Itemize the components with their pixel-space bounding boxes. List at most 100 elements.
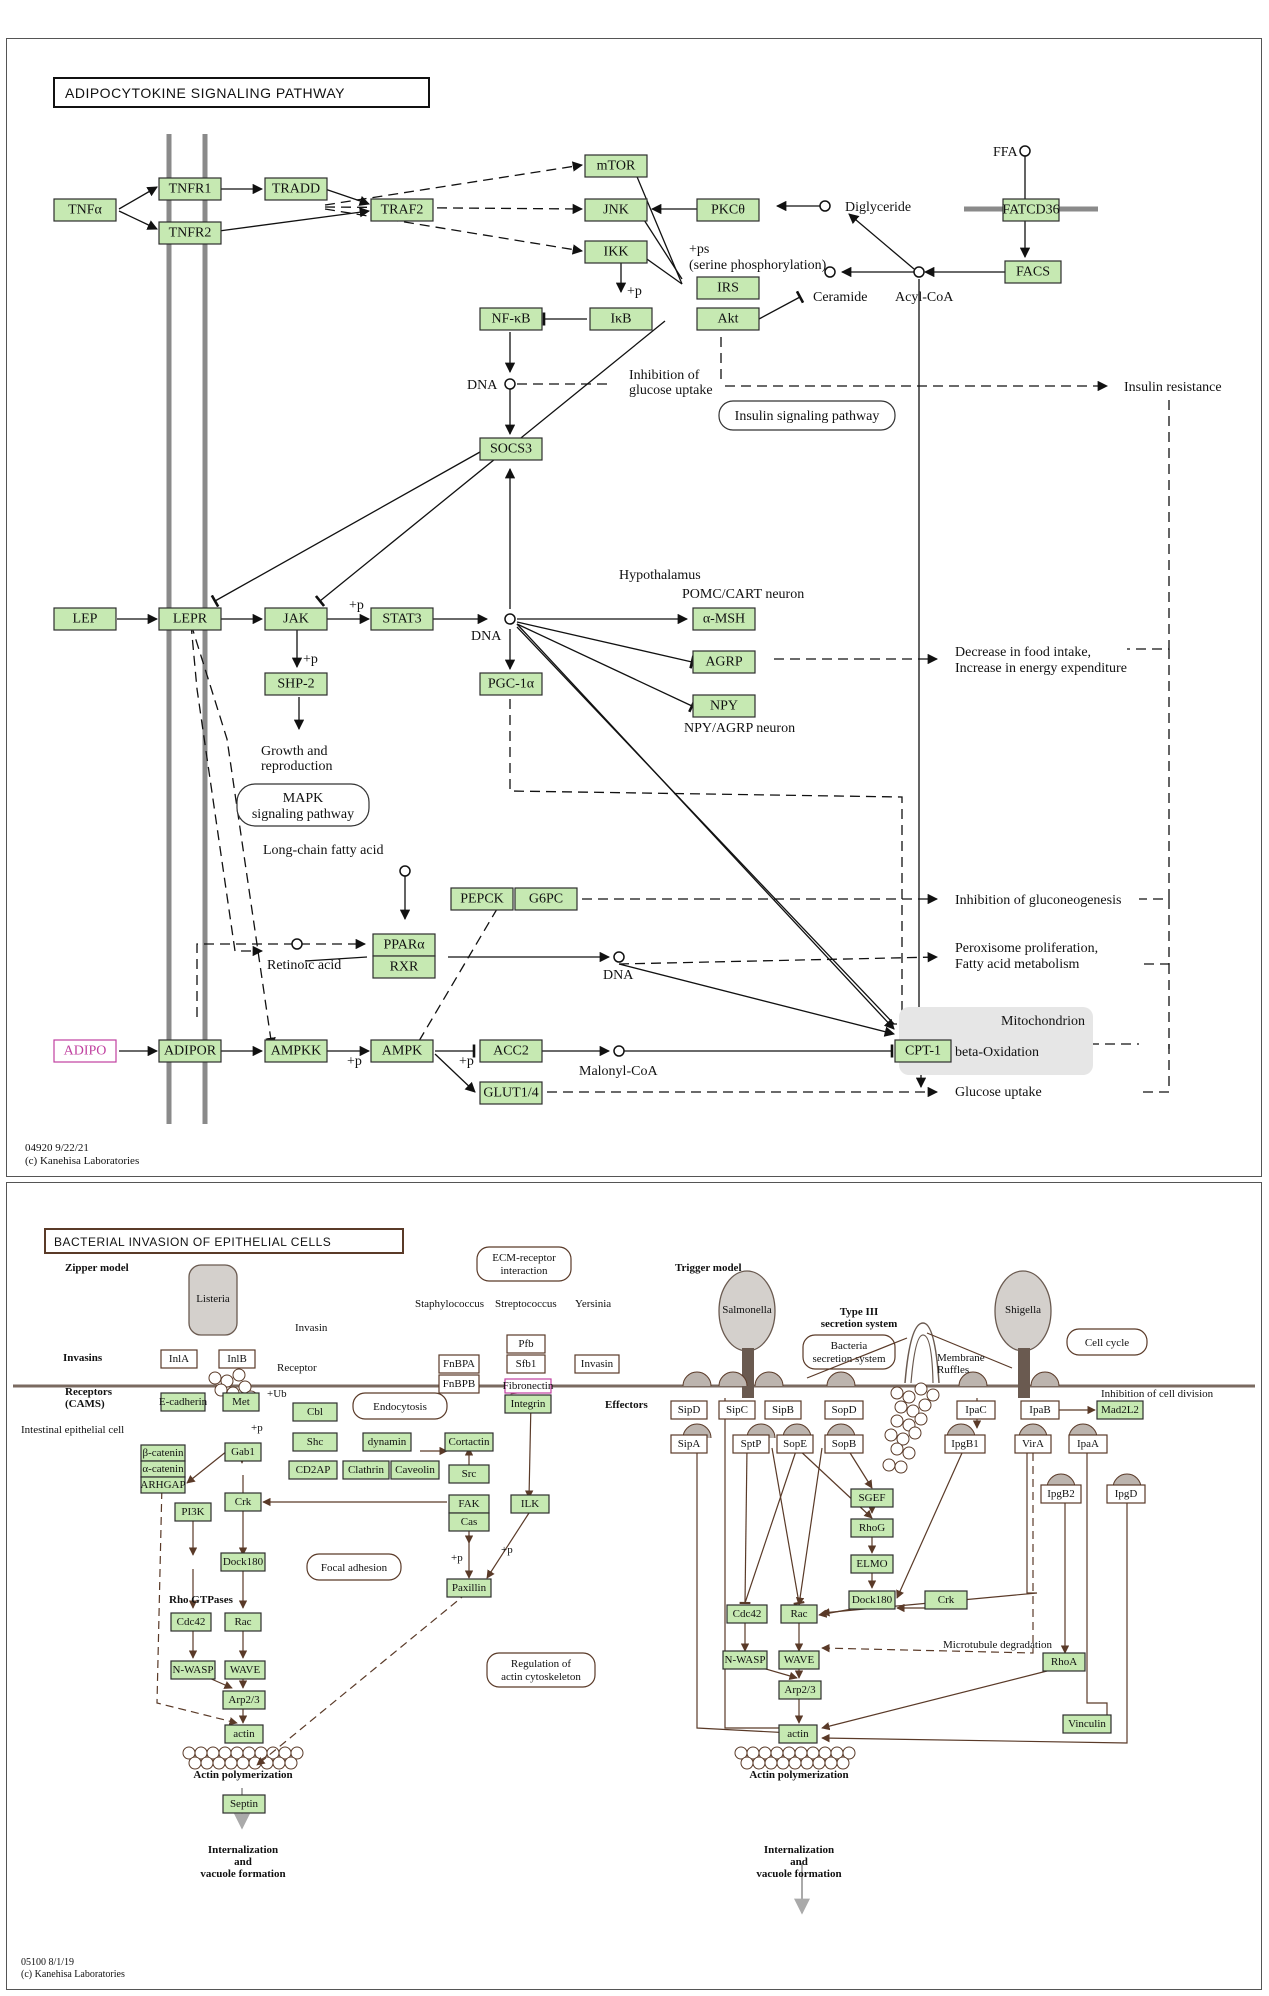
gene-dynamin[interactable]: dynamin [362, 1432, 412, 1452]
gene-rac-r[interactable]: Rac [780, 1604, 818, 1624]
gene-lepr[interactable]: LEPR [158, 607, 222, 631]
gene-mad2l2[interactable]: Mad2L2 [1096, 1400, 1144, 1420]
protein-sope[interactable]: SopE [776, 1434, 814, 1454]
gene-ilk[interactable]: ILK [510, 1494, 550, 1514]
protein-ipgb2[interactable]: IpgB2 [1040, 1484, 1082, 1504]
gene-amsh[interactable]: α-MSH [692, 607, 756, 631]
gene-pgc1a[interactable]: PGC-1α [479, 672, 543, 696]
gene-bcat[interactable]: β-catenin [140, 1444, 186, 1462]
gene-wave[interactable]: WAVE [224, 1660, 266, 1680]
gene-fibronectin[interactable]: Fibronectin [503, 1378, 554, 1394]
gene-adipor[interactable]: ADIPOR [158, 1039, 222, 1063]
protein-sipd[interactable]: SipD [670, 1400, 708, 1420]
gene-cd2ap[interactable]: CD2AP [288, 1460, 338, 1480]
protein-ipab[interactable]: IpaB [1020, 1400, 1060, 1420]
protein-sfb1[interactable]: Sfb1 [506, 1354, 546, 1374]
ecm-link[interactable]: ECM-receptor interaction [476, 1246, 572, 1282]
gene-pi3k[interactable]: PI3K [174, 1502, 212, 1522]
protein-ipac[interactable]: IpaC [956, 1400, 996, 1420]
gene-met[interactable]: Met [222, 1392, 260, 1412]
gene-ikb[interactable]: IκB [589, 307, 653, 331]
gene-ikk[interactable]: IKK [584, 240, 648, 264]
gene-acc2[interactable]: ACC2 [479, 1039, 543, 1063]
gene-pepck[interactable]: PEPCK [450, 887, 514, 911]
gene-nfkb[interactable]: NF-κB [479, 307, 543, 331]
gene-sgef[interactable]: SGEF [850, 1488, 894, 1508]
gene-tnfr2[interactable]: TNFR2 [158, 221, 222, 245]
gene-agrp[interactable]: AGRP [692, 650, 756, 674]
gene-acat[interactable]: α-catenin [140, 1460, 186, 1478]
gene-arhgap[interactable]: ARHGAP [140, 1476, 186, 1494]
gene-fatcd36[interactable]: FATCD36 [1002, 198, 1060, 222]
gene-lep[interactable]: LEP [53, 607, 117, 631]
gene-cas[interactable]: Cas [448, 1512, 490, 1532]
gene-cortactin[interactable]: Cortactin [444, 1432, 494, 1452]
mapk-signaling-link[interactable] [236, 783, 370, 827]
gene-ecad[interactable]: E-cadherin [159, 1392, 208, 1412]
protein-sipa[interactable]: SipA [670, 1434, 708, 1454]
gene-src[interactable]: Src [448, 1464, 490, 1484]
gene-crk-r[interactable]: Crk [924, 1590, 968, 1610]
gene-rac[interactable]: Rac [224, 1612, 262, 1632]
gene-vinculin[interactable]: Vinculin [1062, 1714, 1112, 1734]
protein-sopd[interactable]: SopD [824, 1400, 864, 1420]
gene-cpt1[interactable]: CPT-1 [894, 1039, 952, 1063]
gene-nwasp-r[interactable]: N-WASP [722, 1650, 768, 1670]
gene-traf2[interactable]: TRAF2 [370, 198, 434, 222]
gene-integrin[interactable]: Integrin [504, 1394, 552, 1414]
gene-cdc42[interactable]: Cdc42 [170, 1612, 212, 1632]
protein-sopb[interactable]: SopB [824, 1434, 864, 1454]
gene-dock180-r[interactable]: Dock180 [848, 1590, 896, 1610]
protein-sipb[interactable]: SipB [764, 1400, 802, 1420]
protein-sipc[interactable]: SipC [718, 1400, 756, 1420]
protein-fnbpb[interactable]: FnBPB [438, 1374, 480, 1394]
protein-vira[interactable]: VirA [1014, 1434, 1052, 1454]
protein-invasin[interactable]: Invasin [574, 1354, 620, 1374]
focal-adhesion-link[interactable]: Focal adhesion [306, 1553, 402, 1581]
cell-cycle-link[interactable]: Cell cycle [1066, 1328, 1148, 1356]
gene-jnk[interactable]: JNK [584, 198, 648, 222]
gene-mtor[interactable]: mTOR [584, 154, 648, 178]
gene-clathrin[interactable]: Clathrin [342, 1460, 390, 1480]
gene-jak[interactable]: JAK [264, 607, 328, 631]
gene-tnfr1[interactable]: TNFR1 [158, 177, 222, 201]
gene-npy[interactable]: NPY [692, 694, 756, 718]
gene-g6pc[interactable]: G6PC [514, 887, 578, 911]
gene-shp2[interactable]: SHP-2 [264, 672, 328, 696]
gene-ampk[interactable]: AMPK [370, 1039, 434, 1063]
gene-nwasp[interactable]: N-WASP [170, 1660, 216, 1680]
protein-pfb[interactable]: Pfb [506, 1334, 546, 1354]
regulation-actin-link[interactable]: Regulation of actin cytoskeleton [486, 1652, 596, 1688]
gene-rxr[interactable]: RXR [372, 955, 436, 979]
gene-caveolin[interactable]: Caveolin [390, 1460, 440, 1480]
gene-shc[interactable]: Shc [292, 1432, 338, 1452]
endocytosis-link[interactable]: Endocytosis [352, 1392, 448, 1420]
gene-rhog[interactable]: RhoG [850, 1518, 894, 1538]
gene-pkc[interactable]: PKCθ [696, 198, 760, 222]
gene-paxillin[interactable]: Paxillin [446, 1578, 492, 1598]
protein-inla[interactable]: InlA [160, 1349, 198, 1369]
bacteria-secretion-link[interactable]: Bacteria secretion system [802, 1334, 896, 1370]
protein-ipgd[interactable]: IpgD [1106, 1484, 1146, 1504]
gene-glut14[interactable]: GLUT1/4 [479, 1081, 543, 1105]
gene-ppara[interactable]: PPARα [372, 933, 436, 957]
gene-fak[interactable]: FAK [448, 1494, 490, 1514]
gene-cbl[interactable]: Cbl [292, 1402, 338, 1422]
gene-irs[interactable]: IRS [696, 276, 760, 300]
protein-ipgb1[interactable]: IpgB1 [944, 1434, 986, 1454]
gene-elmo[interactable]: ELMO [850, 1554, 894, 1574]
gene-rhoa[interactable]: RhoA [1042, 1652, 1086, 1672]
gene-ampkk[interactable]: AMPKK [264, 1039, 328, 1063]
gene-akt[interactable]: Akt [696, 307, 760, 331]
protein-fnbpa[interactable]: FnBPA [438, 1354, 480, 1374]
gene-cdc42-r[interactable]: Cdc42 [726, 1604, 768, 1624]
gene-stat3[interactable]: STAT3 [370, 607, 434, 631]
protein-ipaa[interactable]: IpaA [1068, 1434, 1108, 1454]
gene-tradd[interactable]: TRADD [264, 177, 328, 201]
gene-septin[interactable]: Septin [222, 1794, 266, 1814]
gene-crk[interactable]: Crk [224, 1492, 262, 1512]
protein-inlb[interactable]: InlB [218, 1349, 256, 1369]
gene-dock180[interactable]: Dock180 [220, 1552, 266, 1572]
gene-facs[interactable]: FACS [1004, 260, 1062, 284]
gene-gab1[interactable]: Gab1 [224, 1442, 262, 1462]
